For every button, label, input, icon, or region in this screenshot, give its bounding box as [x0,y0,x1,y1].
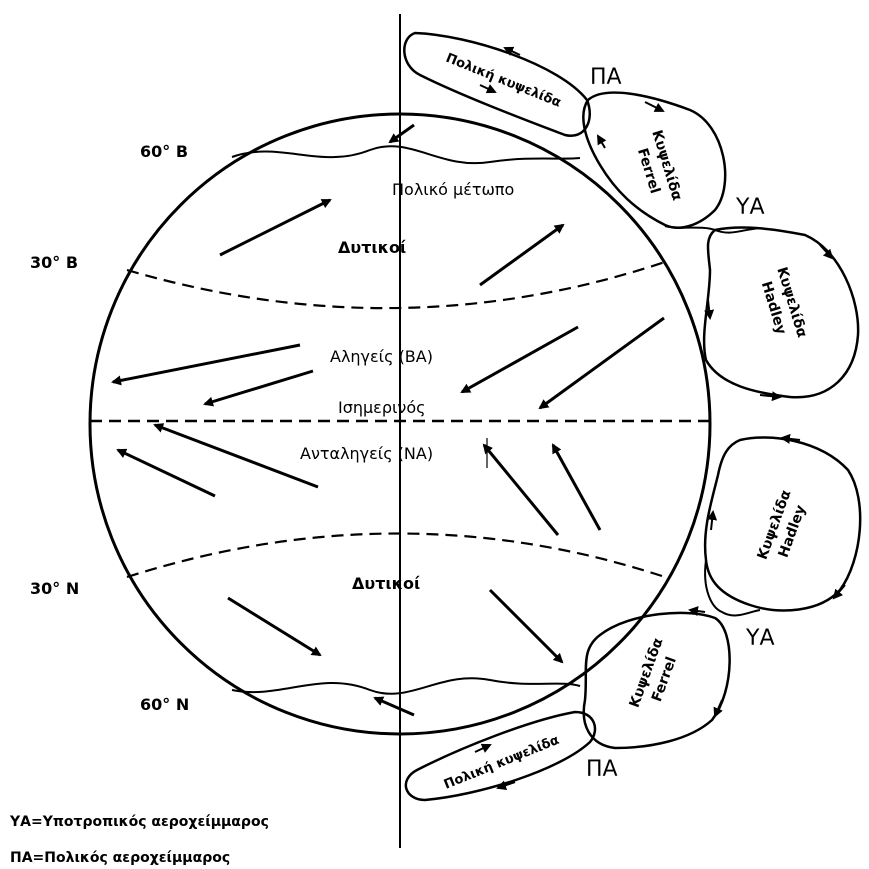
hadley-cell-south [703,436,862,612]
wind-arrow [460,325,579,394]
cell-arrow [759,391,782,402]
wind-arrow [219,198,332,257]
cell-arrow [496,780,516,791]
ferrel-cell-north-label: Κυψελίδα Ferrel [634,128,685,203]
cell-arrow [707,510,718,531]
equator-label: Ισημερινός [338,398,426,417]
wind-arrow [153,423,319,489]
ferrel-cell-south-label: Κυψελίδα Ferrel [627,636,680,710]
polar-front-south [231,677,581,695]
cell-arrow [832,584,846,600]
wind-arrow [111,343,301,386]
cell-arrow [819,244,834,260]
wind-arrow [551,443,602,531]
wind-arrow [482,443,560,536]
cell-arrow [688,606,706,617]
lat-60s-label: 60° Ν [140,695,189,714]
antitrades-label: Ανταληγείς (ΝΑ) [300,444,433,463]
wind-arrow [203,369,314,407]
legend-pa: ΠΑ=Πολικός αεροχείμμαρος [10,850,230,866]
pa-north-label: ΠΑ [590,65,622,90]
cell-arrow [780,433,801,444]
ya-north-label: ΥΑ [735,195,765,220]
lat-30s-label: 30° Ν [30,579,79,598]
globe [88,112,712,736]
polar-front-north [231,145,581,165]
legend-ya: ΥΑ=Υποτροπικός αεροχείμμαρος [9,814,269,830]
lat-60n-label: 60° Β [140,142,188,161]
wind-arrow [488,588,564,664]
polar-front-north-label: Πολικό μέτωπο [392,180,514,199]
hadley-cell-north [702,226,860,399]
wind-arrow [388,123,415,144]
cell-arrow [503,46,521,56]
wind-arrow [373,696,415,717]
wind-arrow [479,223,565,287]
trades-label: Αληγείς (ΒΑ) [330,347,433,366]
cell-arrow [479,84,497,94]
westerlies-south-label: Δυτικοί [352,574,420,593]
cell-arrow [644,101,665,112]
cell-connector [704,559,761,617]
cell-arrow [704,299,715,320]
cell-arrow [713,699,723,718]
wind-arrow [116,448,216,498]
lat-30s-line [126,532,666,579]
lat-30n-line [126,260,666,310]
wind-arrow [227,596,322,657]
ferrel-cell-north [582,91,727,229]
polar-cell-north-label: Πολική κυψελίδα [444,51,564,111]
cell-arrow [474,743,492,753]
polar-cell-north [403,31,592,138]
hadley-cell-north-label: Κυψελίδα Hadley [758,265,810,340]
ya-south-label: ΥΑ [745,626,775,651]
hadley-cell-south-label: Κυψελίδα Hadley [755,488,810,562]
pa-south-label: ΠΑ [586,757,618,782]
wind-arrow [538,316,665,410]
westerlies-north-label: Δυτικοί [338,238,406,257]
lat-30n-label: 30° Β [30,253,78,272]
cell-arrow [596,134,607,149]
polar-cell-south [404,710,597,802]
